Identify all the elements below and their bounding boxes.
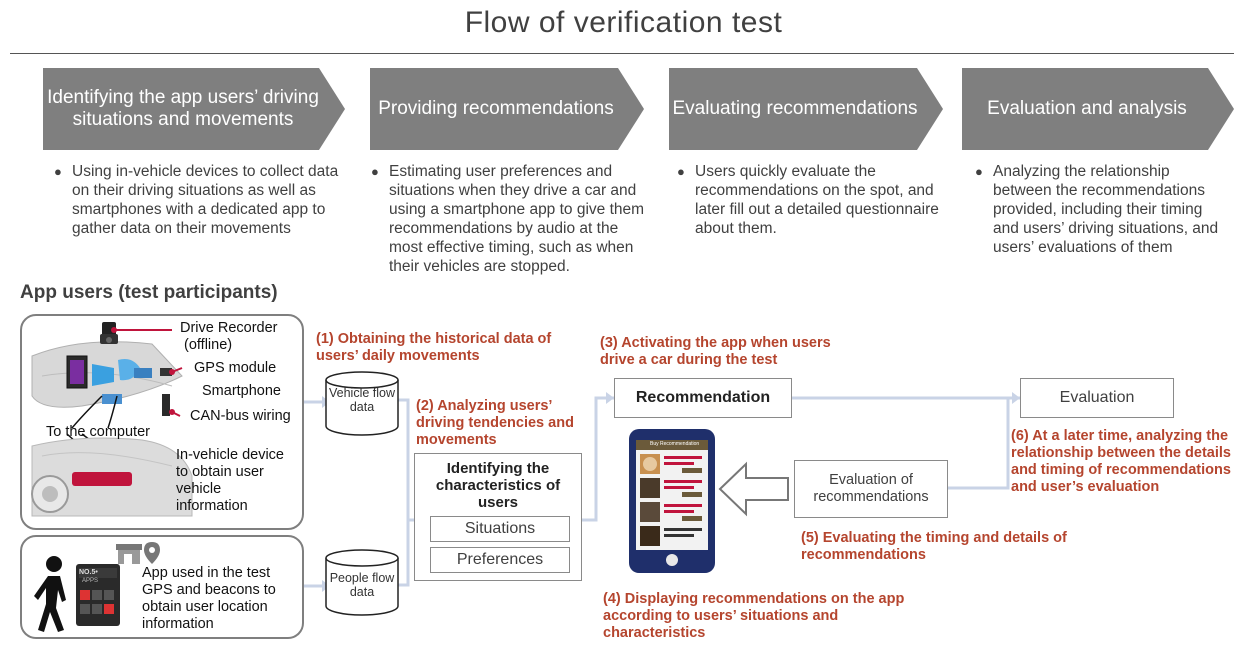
step-desc-text-1: Using in-vehicle devices to collect data… xyxy=(72,163,339,237)
smartphone-label: Smartphone xyxy=(202,383,281,399)
step-desc-text-4: Analyzing the relationship between the r… xyxy=(993,163,1219,256)
gps-beacons-label: GPS and beacons to obtain user location … xyxy=(142,582,276,632)
walking-person-icon xyxy=(34,542,160,632)
note-2: (2) Analyzing users’ driving tendencies … xyxy=(416,398,574,448)
canbus-label: CAN-bus wiring xyxy=(190,408,291,424)
in-vehicle-label: In-vehicle device to obtain user vehicle… xyxy=(176,447,284,514)
note-3: (3) Activating the app when users drive … xyxy=(600,335,831,368)
phone-screen-heading: Buy Recommendation xyxy=(650,441,700,447)
offline-label: (offline) xyxy=(184,337,233,353)
step-desc-text-3: Users quickly evaluate the recommendatio… xyxy=(695,163,939,237)
note-5: (5) Evaluating the timing and details of… xyxy=(801,530,1067,563)
bullet-icon: ● xyxy=(371,164,379,179)
people-flow-label: People flow data xyxy=(329,571,395,599)
step-label-2: Providing recommendations xyxy=(378,98,614,119)
arrow-left-icon xyxy=(718,461,789,517)
note-6: (6) At a later time, analyzing the relat… xyxy=(1011,428,1231,495)
evaluation-box: Evaluation xyxy=(1020,378,1174,418)
recommendation-box: Recommendation xyxy=(614,378,792,418)
step-label-3: Evaluating recommendations xyxy=(672,98,918,119)
situations-box: Situations xyxy=(430,516,570,542)
bullet-icon: ● xyxy=(54,164,62,179)
step-desc-1: ● Using in-vehicle devices to collect da… xyxy=(54,162,344,238)
app-panel xyxy=(20,535,304,639)
step-label-1: Identifying the app users’ driving situa… xyxy=(47,87,319,130)
note-4: (4) Displaying recommendations on the ap… xyxy=(603,591,905,641)
bullet-icon: ● xyxy=(975,164,983,179)
step-desc-text-2: Estimating user preferences and situatio… xyxy=(389,163,645,275)
vehicle-flow-cylinder xyxy=(325,371,399,436)
page-title: Flow of verification test xyxy=(464,6,783,39)
phone-app-title: NO.5• xyxy=(79,569,98,576)
car-illustration xyxy=(31,322,193,517)
step-chevron-4: Evaluation and analysis xyxy=(962,68,1234,150)
bullet-icon: ● xyxy=(677,164,685,179)
step-desc-3: ● Users quickly evaluate the recommendat… xyxy=(677,162,942,238)
section-title: App users (test participants) xyxy=(20,282,278,303)
to-computer-label: To the computer xyxy=(46,424,150,440)
phone-app-sub: APPS xyxy=(82,578,99,584)
people-flow-cylinder xyxy=(325,549,399,616)
drive-recorder-label: Drive Recorder xyxy=(180,320,278,336)
preferences-box: Preferences xyxy=(430,547,570,573)
smartphone-app-icon xyxy=(629,429,715,573)
step-chevron-2: Providing recommendations xyxy=(370,68,644,150)
app-used-label: App used in the test xyxy=(142,565,271,581)
vehicle-flow-label: Vehicle flow data xyxy=(328,386,395,414)
note-1: (1) Obtaining the historical data of use… xyxy=(316,331,552,364)
step-label-4: Evaluation and analysis xyxy=(987,98,1187,119)
step-chevron-1: Identifying the app users’ driving situa… xyxy=(43,68,345,150)
step-desc-4: ● Analyzing the relationship between the… xyxy=(975,162,1230,257)
step-chevron-3: Evaluating recommendations xyxy=(669,68,943,150)
title-divider xyxy=(10,53,1234,54)
gps-module-label: GPS module xyxy=(194,360,277,376)
step-desc-2: ● Estimating user preferences and situat… xyxy=(371,162,649,276)
evaluation-of-recommendations-label: Evaluation of recommendations xyxy=(813,472,929,505)
evaluation-of-recommendations-box: Evaluation of recommendations xyxy=(794,460,948,518)
user-characteristics-title: Identifying the characteristics of users xyxy=(435,460,561,511)
